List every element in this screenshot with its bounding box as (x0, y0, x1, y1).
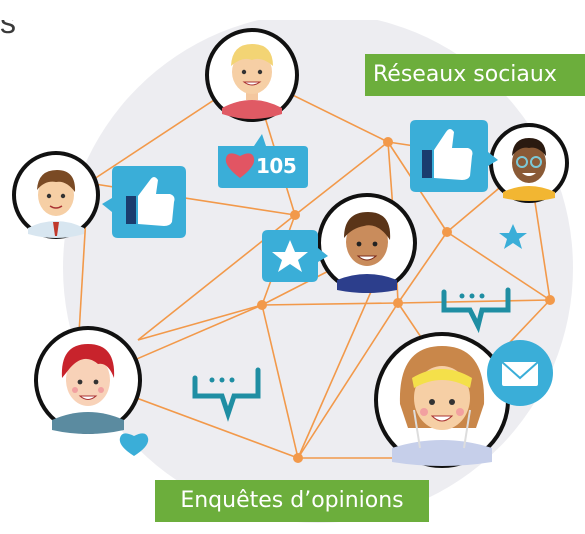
star-icon (262, 230, 328, 282)
tag-social-networks: Réseaux sociaux (365, 54, 585, 96)
network-nodes (257, 137, 555, 463)
chat-bubble-icon (441, 287, 511, 334)
avatar-left (12, 151, 100, 239)
thumbs-up-icon (102, 166, 186, 238)
avatar-right (489, 123, 569, 203)
like-badge (218, 134, 308, 188)
small-star-icon (499, 224, 527, 249)
avatar-top (205, 28, 299, 122)
avatar-center (317, 193, 417, 293)
heart-icon-small (119, 433, 149, 456)
avatar-bottom-right (374, 332, 510, 468)
chat-bubble-icon-lower (192, 367, 261, 422)
like-count: 105 (256, 154, 297, 178)
thumbs-up-icon-right (410, 120, 498, 192)
avatar-bottom-left (34, 326, 142, 434)
heart-icon (225, 153, 255, 178)
mail-icon (487, 340, 553, 406)
tag-opinion-surveys: Enquêtes d’opinions (155, 480, 429, 522)
